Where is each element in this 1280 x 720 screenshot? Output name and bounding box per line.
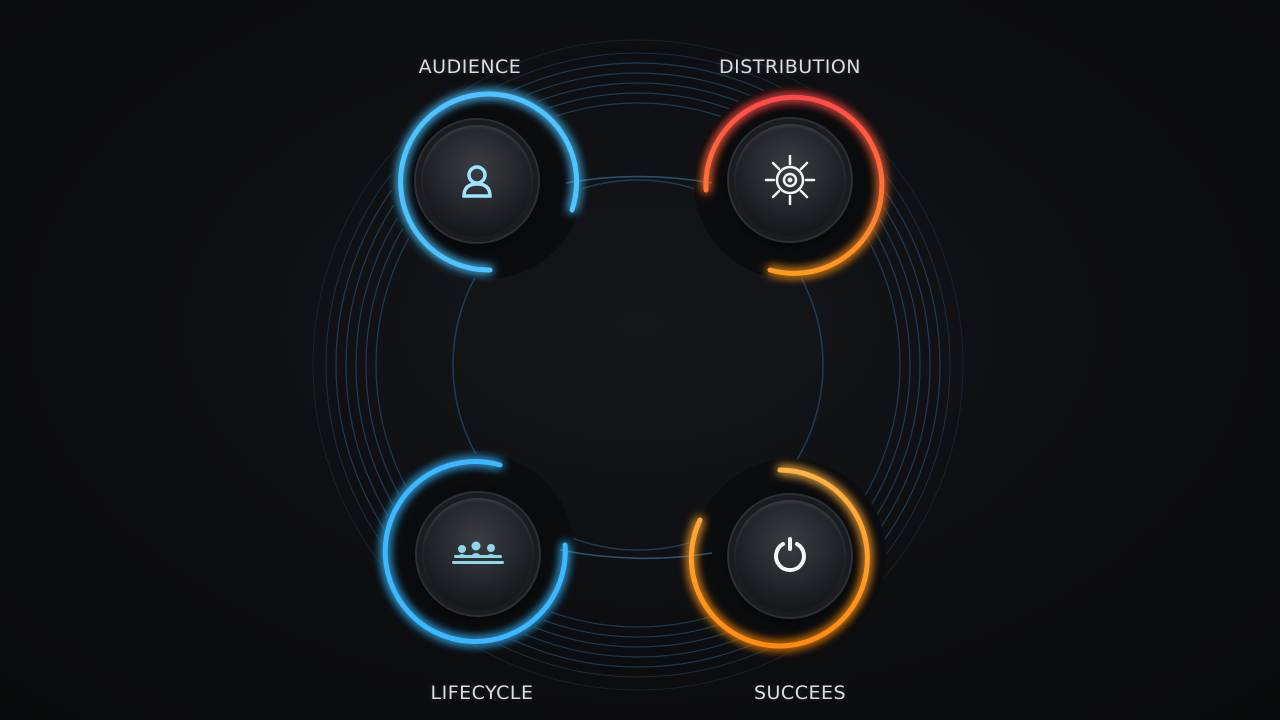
distribution-node-button[interactable] [734,124,846,236]
distribution-glow-arc [703,94,885,276]
lifecycle-node-button[interactable] [422,498,534,610]
audience-label: AUDIENCE [418,56,522,78]
group-icon [452,541,504,564]
power-icon [774,537,806,573]
success-label: SUCCEES [753,682,847,704]
distribution-label: DISTRIBUTION [718,56,862,78]
audience-node-button[interactable] [421,125,533,237]
lifecycle-glow-arc [382,459,568,645]
ring-group [312,39,964,691]
success-node-button[interactable] [734,500,846,612]
lifecycle-label: LIFECYCLE [430,682,534,704]
gear-icon [764,154,816,206]
audience-glow-arc [398,91,580,273]
success-glow-arc [688,467,870,649]
person-icon [462,165,492,198]
